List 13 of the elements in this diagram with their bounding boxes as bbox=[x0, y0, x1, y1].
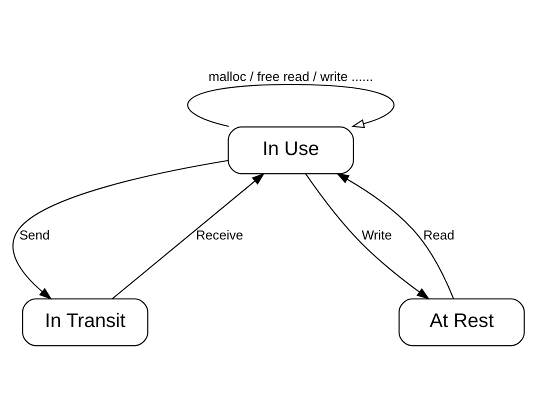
node-box: In Transit bbox=[22, 298, 148, 346]
arrow bbox=[336, 172, 454, 298]
edge-label: Receive bbox=[196, 227, 244, 242]
node-box: In Use bbox=[228, 126, 354, 174]
arrow bbox=[12, 159, 228, 300]
edge-label: malloc / free read / write ...... bbox=[208, 68, 374, 84]
edge-label: Read bbox=[423, 227, 454, 242]
arrow bbox=[305, 173, 430, 300]
node-box: At Rest bbox=[398, 298, 525, 346]
arrow bbox=[187, 83, 394, 128]
edge-label: Send bbox=[19, 227, 50, 242]
edge-label: Write bbox=[362, 227, 392, 242]
arrow bbox=[112, 172, 265, 299]
